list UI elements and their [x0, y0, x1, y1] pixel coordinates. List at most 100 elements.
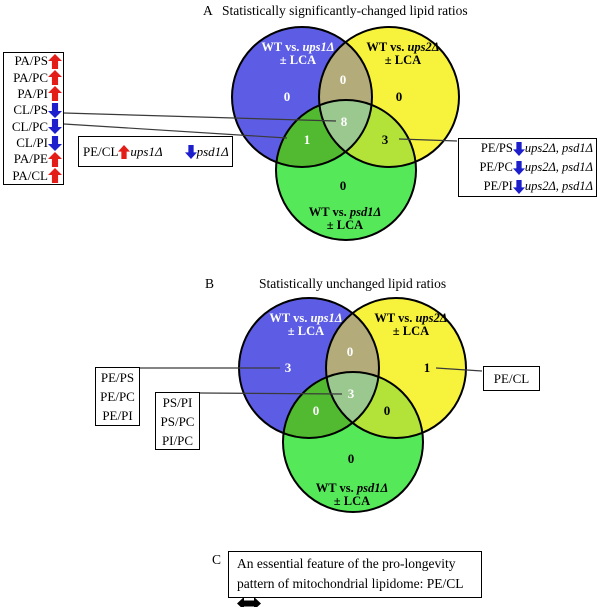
venn-a-label-ups1-gene: ups1Δ: [302, 40, 335, 54]
lipid-ratio-row: CL/PS: [4, 102, 63, 118]
lipid-ratio-row: PA/PI: [4, 86, 63, 102]
down-arrow-icon: [48, 135, 62, 151]
panel-b-pecl-box: PE/CL: [483, 366, 540, 391]
venn-b-count-yellow-green: 0: [383, 403, 391, 418]
venn-b-label-ups2-lca: ± LCA: [392, 324, 430, 338]
venn-b-count-center: 3: [347, 386, 355, 401]
venn-b-label-ups2: WT vs. ups2Δ ± LCA: [331, 312, 491, 338]
lipid-ratio-label: CL/PC: [11, 118, 48, 134]
lipid-ratio-label: PA/PE: [13, 151, 48, 167]
lipid-ratio-row: PA/PS: [4, 53, 63, 69]
lipid-ratio-label: PA/PC: [13, 69, 48, 85]
down-arrow-icon: [184, 144, 197, 159]
venn-a-label-ups2-lca: ± LCA: [384, 53, 422, 67]
lipid-ratio-label: PI/PC: [161, 433, 194, 448]
panel-b-pecl-label: PE/CL: [493, 370, 530, 386]
venn-a-label-psd1-prefix: WT vs.: [308, 205, 350, 219]
venn-b-label-ups2-gene: ups2Δ: [415, 311, 448, 325]
panel-c-line2-text: pattern of mitochondrial lipidome: PE/CL: [237, 576, 464, 591]
venn-b-label-ups2-prefix: WT vs.: [374, 311, 416, 325]
panel-b-pe-ratios-box: PE/PS PE/PC PE/PI: [95, 367, 140, 426]
down-arrow-icon: [48, 102, 62, 118]
lipid-ratio-row: PA/CL: [4, 168, 63, 184]
pecl-down-gene: psd1Δ: [196, 143, 229, 159]
connector-a-leftbox-to-center: [63, 112, 337, 122]
lipid-ratio-row: CL/PC: [4, 119, 63, 135]
venn-b-label-psd1-gene: psd1Δ: [356, 481, 389, 495]
lipid-ratio-label: PE/PS: [100, 370, 135, 385]
venn-b-label-ups1-gene: ups1Δ: [310, 311, 343, 325]
connector-a-pecl-to-blue-green: [63, 123, 288, 139]
panel-c-label: C: [212, 552, 222, 567]
pecl-ratio-label: PE/CL: [83, 143, 119, 159]
venn-a-label-psd1: WT vs. psd1Δ ± LCA: [265, 206, 425, 232]
venn-a-count-center: 8: [340, 114, 348, 129]
down-arrow-icon: [512, 141, 525, 156]
lipid-ratio-row: PE/PC ups2Δ, psd1Δ: [459, 158, 596, 177]
venn-a-label-ups2-gene: ups2Δ: [407, 40, 440, 54]
panel-a-pecl-box: PE/CL ups1Δ psd1Δ: [78, 136, 233, 167]
lipid-ratio-label: PA/PI: [17, 85, 48, 101]
down-arrow-icon: [512, 160, 525, 175]
lipid-ratio-row: CL/PI: [4, 135, 63, 151]
venn-b-count-blue-only: 3: [284, 360, 292, 375]
venn-b-label-psd1-lca: ± LCA: [333, 494, 371, 508]
up-arrow-icon: [48, 86, 62, 102]
lipid-ratio-label: CL/PI: [16, 135, 48, 151]
venn-a-count-green-only: 0: [339, 178, 347, 193]
up-arrow-icon: [48, 168, 62, 184]
venn-b-count-yellow-only: 1: [423, 360, 431, 375]
venn-b-label-psd1-prefix: WT vs.: [315, 481, 357, 495]
lipid-ratio-label: PE/PC: [479, 160, 513, 174]
lipid-ratio-label: PE/PI: [102, 408, 133, 423]
down-arrow-icon: [48, 119, 62, 135]
lipid-ratio-row: PA/PC: [4, 69, 63, 86]
venn-b-label-ups1-lca: ± LCA: [287, 324, 325, 338]
lipid-ratio-label: PE/PS: [480, 141, 513, 155]
venn-a-count-yellow-green: 3: [381, 132, 389, 147]
venn-b-count-blue-yellow: 0: [346, 344, 354, 359]
double-arrow-icon: [237, 597, 261, 607]
venn-a-outline-yellow: [318, 26, 460, 168]
lipid-ratio-label: PS/PI: [162, 395, 193, 410]
venn-a-label-ups1-prefix: WT vs.: [261, 40, 303, 54]
lipid-ratio-label: PE/PC: [100, 389, 135, 404]
panel-b-title: Statistically unchanged lipid ratios: [259, 276, 447, 291]
panel-c-line1: An essential feature of the pro-longevit…: [237, 556, 456, 571]
lipid-ratio-label: PA/CL: [12, 167, 48, 183]
pecl-up-gene: ups1Δ: [130, 143, 163, 159]
venn-a-count-yellow-only: 0: [395, 89, 403, 104]
venn-a-label-ups1: WT vs. ups1Δ ± LCA: [218, 41, 378, 67]
connector-b-box2-to-center: [199, 392, 343, 395]
venn-b-count-green-only: 0: [347, 451, 355, 466]
venn-a-region-blue-green: [276, 100, 372, 167]
panel-a-title: Statistically significantly-changed lipi…: [222, 3, 468, 18]
venn-b-region-blue-green: [283, 372, 379, 438]
venn-a-count-blue-green: 1: [303, 132, 311, 147]
venn-a-label-psd1-lca: ± LCA: [326, 218, 364, 232]
lipid-ratio-label: CL/PS: [13, 102, 48, 118]
venn-b-label-ups1: WT vs. ups1Δ ± LCA: [226, 312, 386, 338]
panel-c-conclusion-box: An essential feature of the pro-longevit…: [228, 551, 482, 607]
gene-list-label: ups2Δ, psd1Δ: [524, 160, 593, 174]
down-arrow-icon: [184, 144, 197, 159]
connector-b-yellow-to-pecl: [435, 367, 483, 372]
venn-a-region-yellow-green: [319, 100, 416, 167]
venn-a-label-ups2: WT vs. ups2Δ ± LCA: [323, 41, 483, 67]
venn-b-label-ups1-prefix: WT vs.: [269, 311, 311, 325]
venn-a-outline-blue: [231, 26, 373, 168]
panel-a-label: A: [203, 3, 213, 18]
venn-b-outline-yellow: [325, 297, 467, 439]
up-arrow-icon: [48, 70, 62, 86]
down-arrow-icon: [512, 179, 525, 194]
venn-a-label-ups2-prefix: WT vs.: [366, 40, 408, 54]
connector-a-yellow-green-to-rightbox: [398, 138, 458, 142]
gene-list-label: ups2Δ, psd1Δ: [524, 179, 593, 193]
up-arrow-icon: [48, 53, 62, 69]
